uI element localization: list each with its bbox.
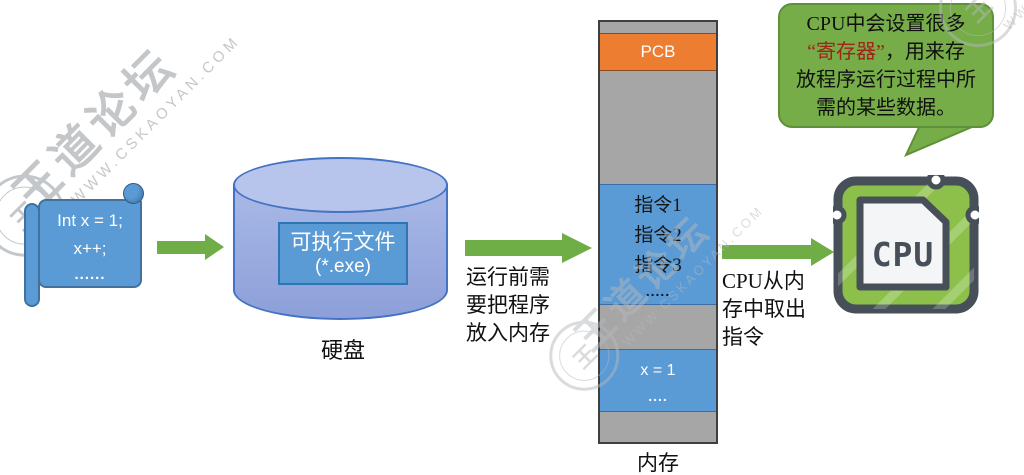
code-line-1: Int x = 1;	[57, 211, 123, 230]
arrow-scroll-to-disk	[157, 233, 225, 261]
arrow-cpu-caption-line2: 存中取出	[722, 297, 806, 321]
memory-pcb-section: PCB	[600, 33, 716, 71]
watermark-site-fragment: WWW	[1000, 0, 1024, 34]
bubble-line-4: 需的某些数据。	[816, 97, 956, 119]
speech-bubble: CPU中会设置很多 “寄存器”，用来存 放程序运行过程中所 需的某些数据。	[778, 3, 994, 128]
bubble-line-1: CPU中会设置很多	[806, 13, 966, 35]
pcb-label: PCB	[640, 42, 676, 61]
instruction-1: 指令1	[634, 195, 682, 216]
code-scroll-curl	[123, 183, 144, 204]
code-line-3: ......	[74, 266, 106, 283]
executable-file-label: 可执行文件	[290, 229, 396, 254]
instruction-3: 指令3	[634, 255, 682, 276]
disk-cylinder-top	[233, 157, 448, 213]
cpu-label: CPU	[872, 235, 935, 274]
arrow-memory-to-cpu	[722, 237, 834, 267]
memory-free-section	[600, 71, 716, 184]
memory-data-section: x = 1 ....	[600, 349, 716, 412]
code-scroll: Int x = 1; x++; ......	[38, 199, 142, 288]
executable-file-ext: (*.exe)	[315, 255, 371, 277]
bubble-line-2: “寄存器”，用来存	[807, 38, 965, 66]
memory-instructions-section: 指令1 指令2 指令3 .....	[600, 184, 716, 305]
arrow-cpu-caption-line3: 指令	[722, 325, 764, 349]
arrow-disk-caption: 运行前需 要把程序 放入内存	[466, 263, 550, 347]
arrow-cpu-caption-line1: CPU从内	[722, 269, 805, 293]
memory-bar: PCB 指令1 指令2 指令3 ..... x = 1 ....	[598, 20, 718, 444]
arrow-cpu-caption: CPU从内 存中取出 指令	[722, 267, 806, 351]
arrow-disk-caption-line2: 要把程序	[466, 293, 550, 317]
watermark-site-text: WWW.CSKAOYAN.COM	[67, 32, 244, 208]
memory-caption: 内存	[637, 451, 679, 475]
cpu-chip-icon: CPU	[827, 170, 985, 320]
instruction-more: .....	[645, 283, 671, 299]
memory-free-section	[600, 305, 716, 349]
bubble-line-3: 放程序运行过程中所	[796, 69, 976, 91]
memory-free-section	[600, 412, 716, 442]
memory-data-value: x = 1	[640, 362, 676, 379]
arrow-disk-caption-line1: 运行前需	[466, 265, 550, 289]
arrow-disk-caption-line3: 放入内存	[466, 321, 550, 345]
arrow-disk-to-memory	[465, 232, 593, 264]
executable-file-box: 可执行文件 (*.exe)	[278, 222, 408, 285]
memory-free-section	[600, 22, 716, 33]
memory-data-more: ....	[648, 388, 668, 404]
disk-caption: 硬盘	[320, 338, 365, 363]
bubble-highlight-register: “寄存器”	[807, 41, 885, 63]
bubble-line-2-rest: ，用来存	[884, 41, 965, 63]
code-line-2: x++;	[73, 239, 107, 258]
instruction-2: 指令2	[634, 225, 682, 246]
watermark-brand-text: 王道论坛	[4, 38, 188, 222]
